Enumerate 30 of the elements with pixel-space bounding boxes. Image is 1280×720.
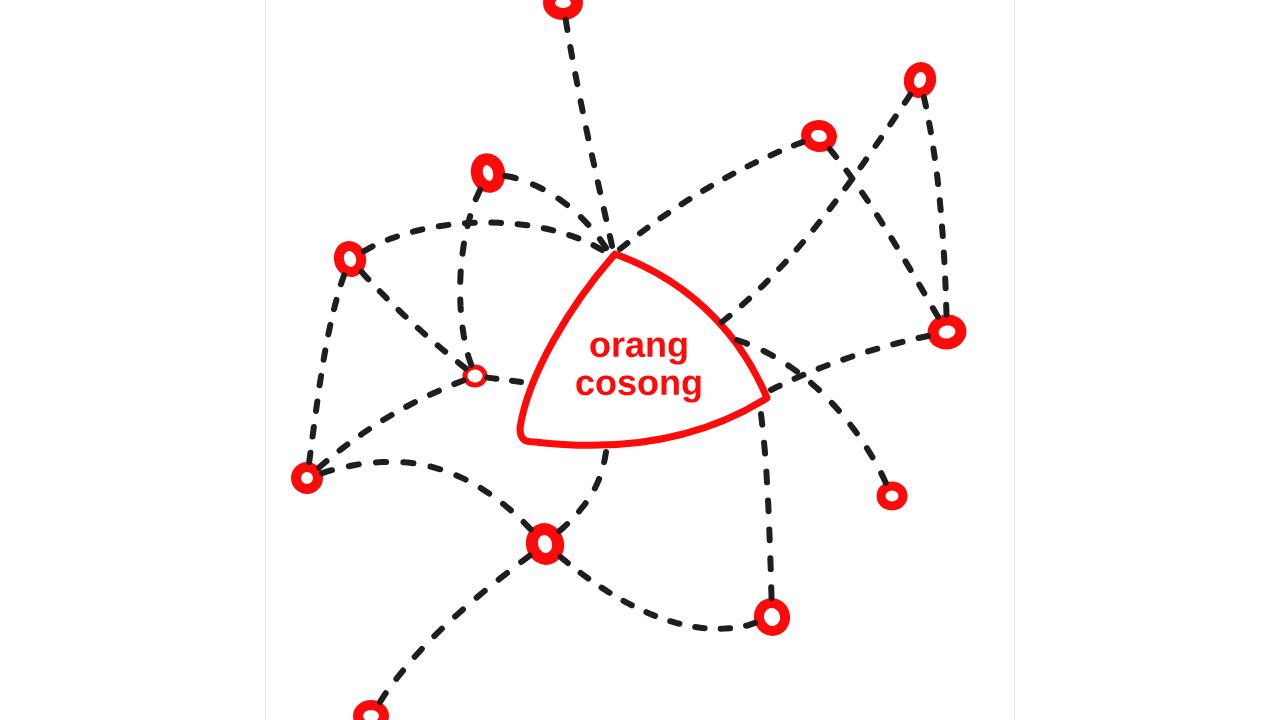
circle-node: [525, 523, 565, 565]
dashed-connector: [557, 554, 758, 632]
dashed-connector: [768, 333, 931, 393]
dashed-connector: [457, 186, 484, 368]
triangle-node: orang cosong: [516, 250, 771, 449]
dashed-connector: [316, 377, 467, 471]
circle-node: [927, 314, 967, 350]
dashed-connector: [376, 552, 533, 706]
dashed-connector: [319, 458, 534, 533]
circle-node: [470, 153, 506, 193]
dashed-connector: [920, 94, 950, 318]
dashed-connector: [562, 16, 615, 249]
circle-node: [876, 481, 908, 511]
dashed-connector: [484, 374, 524, 385]
circle-node: [801, 119, 837, 153]
dashed-connector: [358, 269, 469, 372]
circle-node: [462, 364, 488, 388]
circle-node: [333, 241, 367, 277]
dashed-connector: [502, 172, 609, 251]
dashed-connector: [719, 91, 914, 325]
dashed-connector: [556, 449, 609, 535]
circle-node: [753, 598, 791, 636]
dashed-connector: [306, 272, 348, 466]
dashed-connector: [617, 139, 806, 252]
dashed-connector: [826, 146, 941, 320]
dashed-connector: [734, 337, 889, 486]
circle-node: [903, 62, 937, 98]
dashed-connector: [758, 411, 775, 602]
circle-node: [291, 462, 323, 494]
dashed-connector: [361, 219, 605, 255]
